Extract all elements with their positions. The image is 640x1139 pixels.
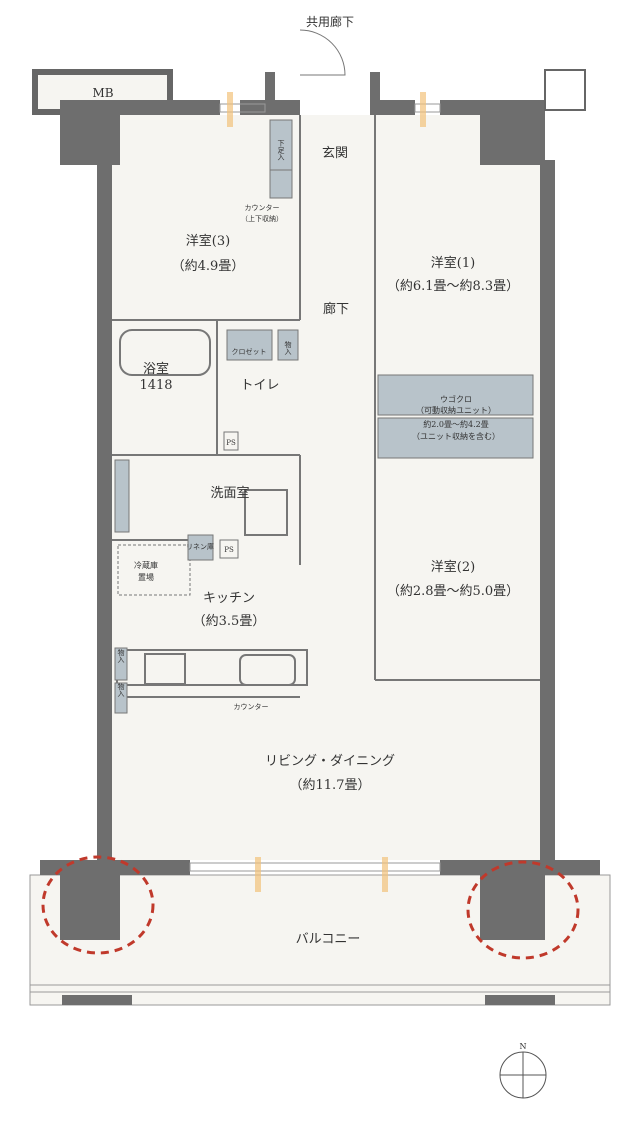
storage-k1-label: 物入 bbox=[117, 648, 125, 663]
ugokuro-desc: （可動収納ユニット） bbox=[416, 405, 496, 415]
storage-units bbox=[114, 119, 534, 714]
balcony-marker-right bbox=[466, 860, 580, 960]
walls bbox=[40, 69, 600, 1005]
storage-k2-label: 物入 bbox=[117, 682, 125, 697]
storage-hall-label: 物入 bbox=[284, 340, 292, 355]
partitions bbox=[112, 29, 540, 698]
washroom-label: 洗面室 bbox=[210, 485, 249, 501]
ld-name: リビング・ダイニング bbox=[265, 754, 395, 769]
counter-label: カウンター bbox=[245, 203, 280, 212]
windows bbox=[189, 103, 441, 872]
room2-size: （約2.8畳～約5.0畳） bbox=[387, 584, 519, 599]
kitchen-counter-label: カウンター bbox=[234, 702, 269, 711]
fridge-label-2: 置場 bbox=[138, 572, 154, 582]
ugokuro-note: （ユニット収納を含む） bbox=[412, 431, 500, 441]
kitchen-name: キッチン bbox=[203, 591, 255, 606]
balcony-label: バルコニー bbox=[296, 932, 361, 947]
mb-label: MB bbox=[92, 86, 113, 100]
toilet-label: トイレ bbox=[240, 378, 279, 393]
room1-size: （約6.1畳～約8.3畳） bbox=[387, 279, 519, 294]
compass-icon: N bbox=[499, 1042, 547, 1099]
hallway-label: 廊下 bbox=[323, 301, 349, 317]
room3-size: （約4.9畳） bbox=[172, 259, 245, 274]
ugokuro-size: 約2.0畳～約4.2畳 bbox=[423, 419, 488, 429]
linen-label: リネン庫 bbox=[186, 542, 214, 551]
ps-label-1: PS bbox=[226, 439, 236, 447]
room2-name: 洋室(2) bbox=[431, 559, 475, 575]
room3-name: 洋室(3) bbox=[186, 233, 230, 249]
balcony-marker-left bbox=[41, 855, 155, 955]
bath-name: 浴室 bbox=[143, 361, 169, 377]
ps-label-2: PS bbox=[224, 546, 234, 554]
window-accents bbox=[227, 92, 426, 892]
compass-north-label: N bbox=[520, 1042, 527, 1051]
corridor-label: 共用廊下 bbox=[306, 14, 354, 29]
ld-size: （約11.7畳） bbox=[290, 778, 371, 793]
room1-name: 洋室(1) bbox=[431, 255, 475, 271]
kitchen-size: （約3.5畳） bbox=[193, 614, 266, 629]
floor-area bbox=[112, 115, 540, 860]
entrance-label: 玄関 bbox=[322, 146, 348, 161]
shoe-storage-label: 下足入 bbox=[277, 140, 285, 161]
ugokuro-name: ウゴクロ bbox=[440, 394, 472, 404]
counter-note: （上下収納） bbox=[241, 214, 283, 223]
closet-label: クロゼット bbox=[232, 347, 267, 356]
bath-size: 1418 bbox=[139, 378, 172, 393]
fridge-label-1: 冷蔵庫 bbox=[134, 560, 158, 570]
